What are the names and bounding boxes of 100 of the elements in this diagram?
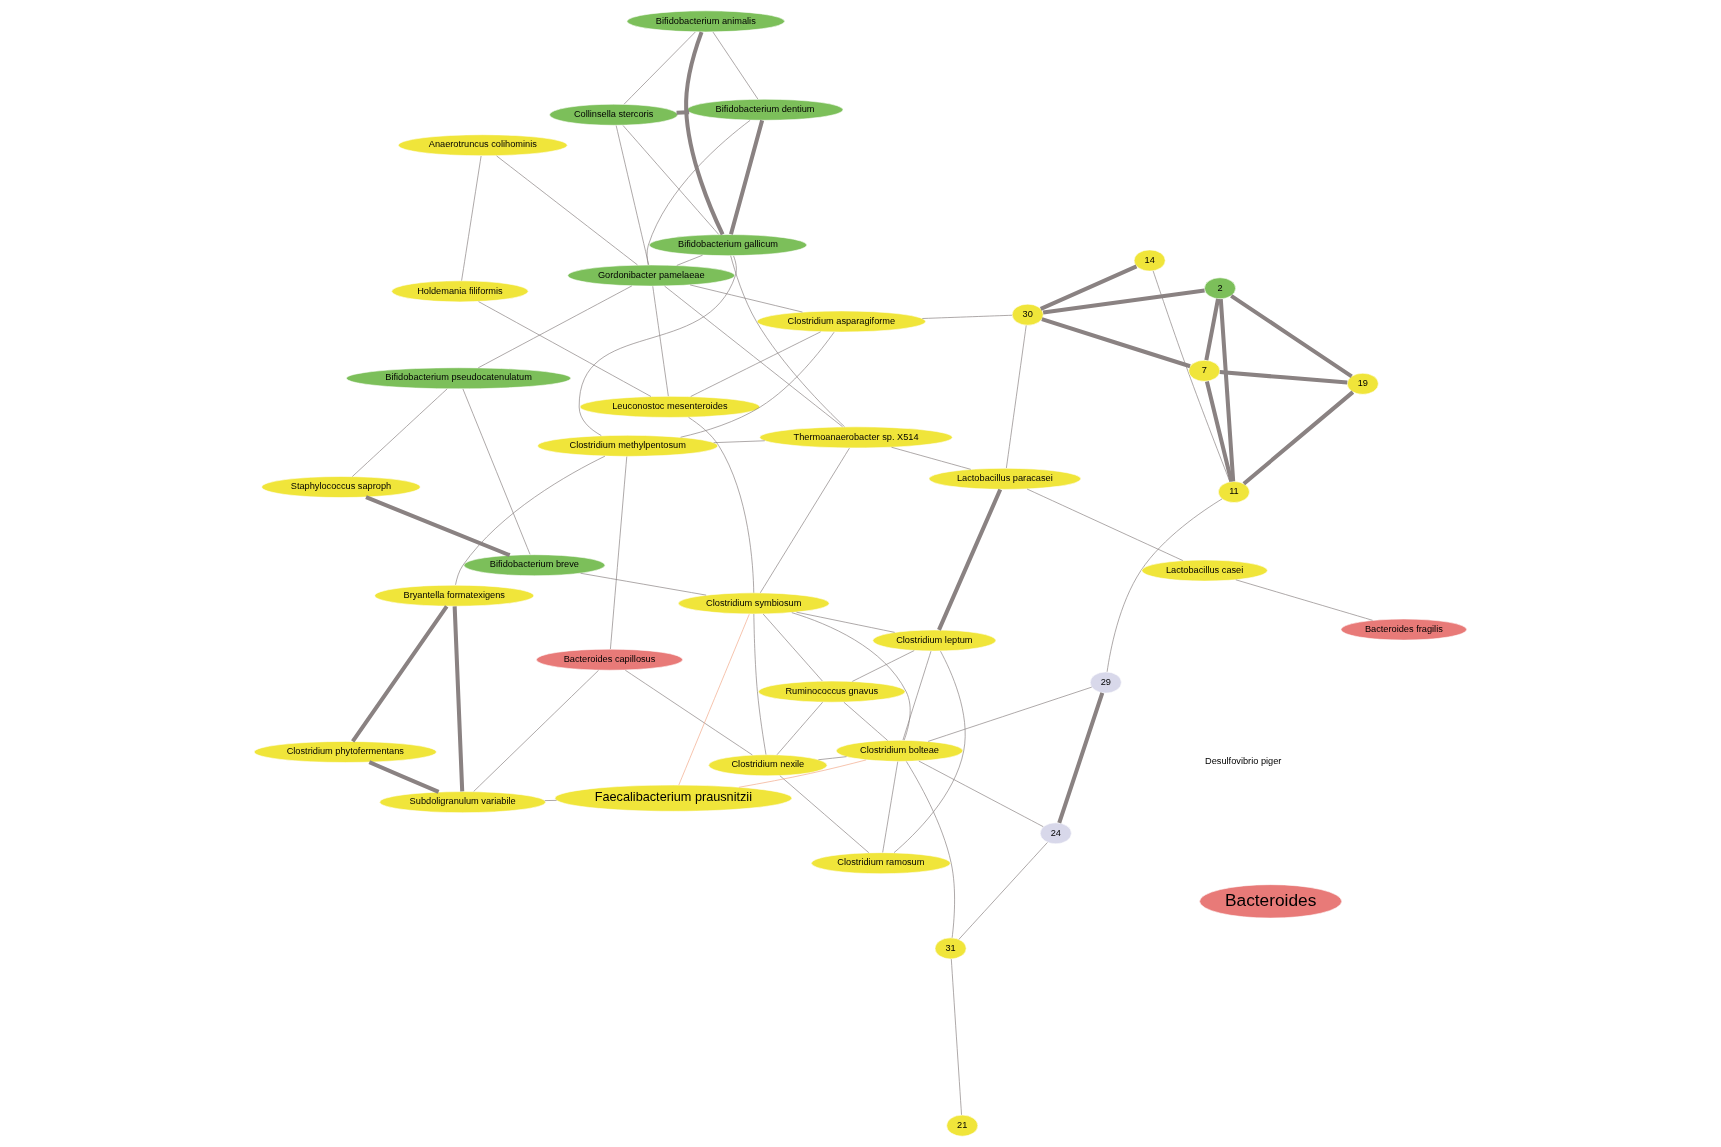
node-ellipse: Collinsella stercoris bbox=[549, 103, 678, 126]
node-ellipse: Bacteroides fragilis bbox=[1340, 618, 1467, 641]
connector bbox=[624, 669, 753, 756]
connector bbox=[738, 759, 867, 788]
node-ellipse: 2 bbox=[1204, 277, 1236, 300]
connector bbox=[664, 285, 843, 428]
connector bbox=[689, 284, 803, 313]
connector bbox=[580, 572, 707, 596]
node-ellipse: Bryantella formatexigens bbox=[374, 584, 534, 607]
node-ellipse: Lactobacillus paracasei bbox=[928, 468, 1082, 490]
node-ellipse: Subdoligranulum variabile bbox=[379, 791, 546, 813]
connector bbox=[680, 331, 835, 438]
connector bbox=[1152, 270, 1231, 483]
connector bbox=[1026, 488, 1184, 561]
connector bbox=[544, 800, 557, 801]
node-ellipse: Clostridium ramosum bbox=[811, 852, 951, 874]
connector bbox=[352, 388, 448, 477]
node-ellipse: Staphylococcus saproph bbox=[261, 476, 421, 498]
node-ellipse: 30 bbox=[1011, 303, 1044, 326]
connector bbox=[818, 756, 847, 761]
node-ellipse: Anaerotruncus colihominis bbox=[398, 134, 568, 157]
connector bbox=[684, 31, 725, 236]
connector bbox=[496, 155, 638, 266]
connector bbox=[1219, 370, 1348, 385]
connector bbox=[365, 495, 511, 558]
connector bbox=[646, 119, 751, 266]
connector bbox=[1204, 298, 1220, 361]
connector bbox=[676, 110, 690, 115]
node-ellipse: Bacteroides capillosus bbox=[536, 648, 683, 671]
connector bbox=[906, 761, 955, 939]
node-ellipse: 24 bbox=[1039, 822, 1072, 845]
node-ellipse: Clostridium methylpentosum bbox=[537, 435, 719, 457]
node-ellipse: Clostridium asparagiforme bbox=[756, 310, 926, 333]
node-ellipse: Clostridium leptum bbox=[872, 629, 997, 652]
connector bbox=[368, 760, 440, 794]
node-ellipse: Clostridium symbiosum bbox=[678, 592, 830, 615]
connector bbox=[958, 842, 1048, 940]
node-ellipse: Holdemania filiformis bbox=[391, 280, 529, 303]
connector bbox=[1218, 298, 1236, 482]
connector bbox=[452, 606, 465, 792]
connector bbox=[688, 417, 755, 594]
connector bbox=[893, 650, 966, 853]
label: Desulfovibrio piger bbox=[1205, 756, 1282, 767]
connector bbox=[478, 301, 652, 397]
node-ellipse: Leuconostoc mesenteroides bbox=[579, 396, 760, 418]
connector bbox=[461, 155, 482, 281]
connector bbox=[1242, 390, 1355, 486]
node-ellipse: 7 bbox=[1188, 359, 1221, 382]
connector bbox=[712, 31, 759, 100]
connector bbox=[615, 125, 650, 266]
connector bbox=[473, 669, 599, 792]
connector bbox=[950, 958, 962, 1116]
connector bbox=[1106, 498, 1223, 673]
node-ellipse: 11 bbox=[1218, 481, 1250, 503]
connector bbox=[927, 686, 1093, 742]
node-ellipse: Bifidobacterium pseudocatenulatum bbox=[346, 367, 572, 390]
connector bbox=[652, 285, 669, 397]
node-ellipse: Thermoanaerobacter sp. X514 bbox=[759, 426, 953, 449]
node-ellipse: Ruminococcus gnavus bbox=[758, 680, 906, 703]
node-ellipse: Bacteroides bbox=[1199, 884, 1342, 919]
connector bbox=[1041, 317, 1191, 369]
node-ellipse: Bifidobacterium gallicum bbox=[649, 234, 808, 256]
node-ellipse: Clostridium nexile bbox=[708, 754, 828, 777]
connector bbox=[1039, 264, 1138, 311]
connector bbox=[351, 605, 449, 743]
connector bbox=[676, 254, 703, 266]
connector bbox=[791, 612, 911, 741]
connector bbox=[713, 440, 766, 444]
connector bbox=[776, 701, 823, 756]
node-ellipse: Clostridium phytofermentans bbox=[253, 741, 437, 763]
connector bbox=[610, 456, 628, 650]
connector bbox=[1006, 325, 1027, 469]
connector bbox=[921, 314, 1013, 319]
connector bbox=[477, 285, 633, 369]
connector bbox=[622, 125, 720, 235]
connector bbox=[759, 447, 850, 594]
node-ellipse: Faecalibacterium prausnitzii bbox=[554, 784, 793, 812]
connector bbox=[1235, 579, 1373, 621]
connector bbox=[843, 701, 888, 741]
node-ellipse: Gordonibacter pamelaeae bbox=[567, 264, 735, 287]
connector bbox=[796, 611, 896, 633]
node-ellipse: 19 bbox=[1346, 372, 1379, 395]
node-ellipse: 14 bbox=[1133, 249, 1166, 272]
connector bbox=[851, 650, 915, 682]
node-ellipse: Bifidobacterium breve bbox=[463, 554, 606, 577]
node-ellipse: Bifidobacterium animalis bbox=[626, 10, 785, 33]
node-ellipse: Lactobacillus casei bbox=[1141, 559, 1268, 582]
node-ellipse: 21 bbox=[946, 1114, 979, 1137]
node-ellipse: 29 bbox=[1089, 671, 1122, 694]
connector bbox=[1204, 380, 1234, 482]
connector bbox=[578, 255, 737, 436]
connector bbox=[882, 761, 899, 853]
node-ellipse: Clostridium bolteae bbox=[835, 740, 964, 762]
node-ellipse: Bifidobacterium dentium bbox=[686, 98, 844, 121]
node-ellipse: 31 bbox=[934, 937, 967, 960]
connector bbox=[902, 650, 932, 741]
connector bbox=[753, 613, 767, 755]
connector bbox=[762, 613, 823, 682]
connector bbox=[1057, 692, 1105, 824]
connector bbox=[1230, 294, 1353, 379]
